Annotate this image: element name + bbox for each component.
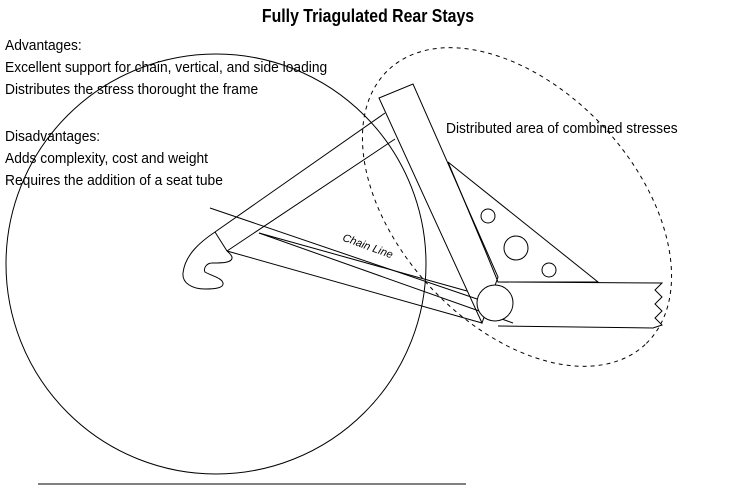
chain-stay-inner xyxy=(258,232,468,292)
seat-stay-upper xyxy=(214,112,386,233)
advantages-heading: Advantages: xyxy=(5,37,82,54)
disadvantage-item: Adds complexity, cost and weight xyxy=(5,150,209,167)
bottom-bracket xyxy=(476,284,514,322)
stress-area-ellipse xyxy=(361,47,673,367)
dropout-edge xyxy=(214,231,228,252)
gusset-hole-large xyxy=(503,235,529,261)
advantage-item: Distributes the stress thorought the fra… xyxy=(5,81,259,98)
chain-stay-lower xyxy=(226,250,483,324)
chain-line xyxy=(209,207,481,301)
disadvantage-item: Requires the addition of a seat tube xyxy=(5,172,223,189)
gusset-hole-small-1 xyxy=(480,208,496,224)
gusset-hole-small-2 xyxy=(541,262,557,278)
down-tube xyxy=(497,281,664,329)
dropout-hook xyxy=(182,231,233,290)
chain-stay-upper xyxy=(258,232,514,324)
diagram-title: Fully Triagulated Rear Stays xyxy=(261,6,475,26)
seat-stay-lower xyxy=(226,138,396,252)
seat-tube xyxy=(378,83,499,325)
disadvantages-heading: Disadvantages: xyxy=(5,128,101,145)
stress-area-label: Distributed area of combined stresses xyxy=(446,120,678,137)
rear-wheel xyxy=(5,53,427,475)
advantage-item: Excellent support for chain, vertical, a… xyxy=(5,59,328,76)
